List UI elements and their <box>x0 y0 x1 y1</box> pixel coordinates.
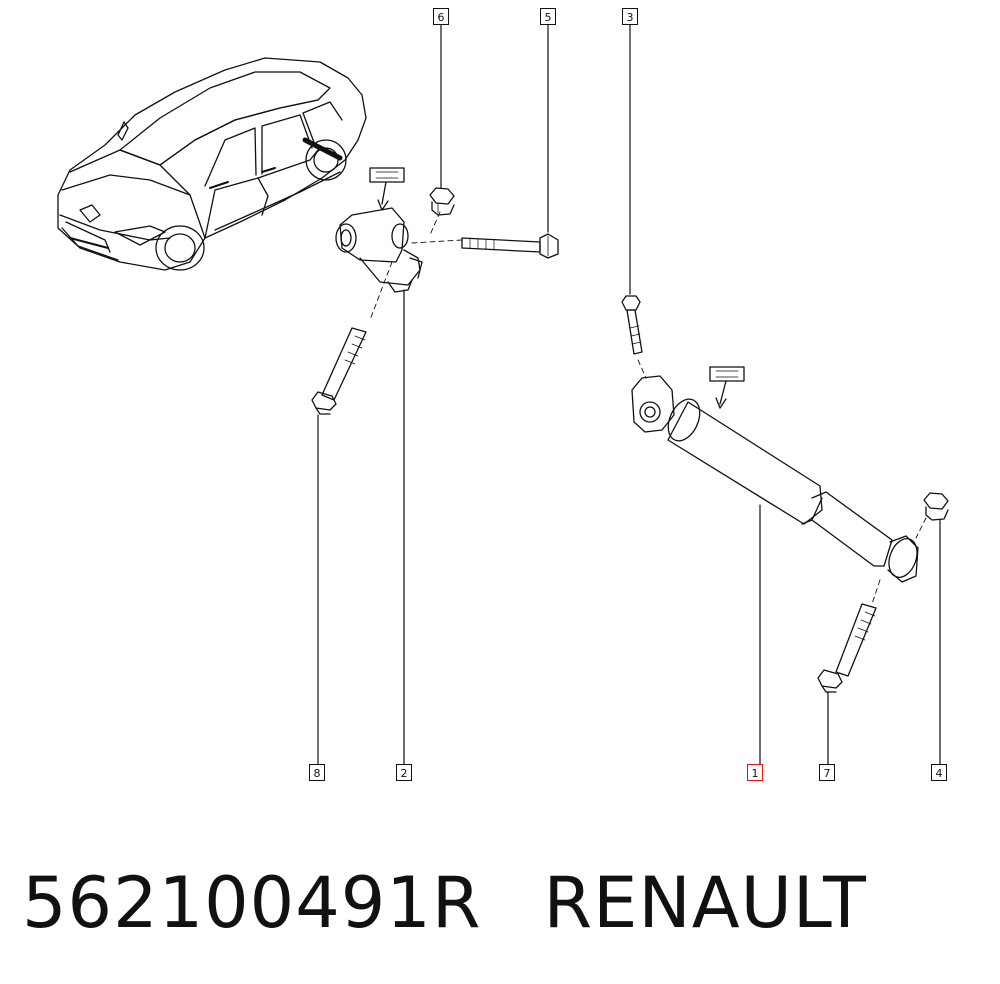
part-caption: 562100491R RENAULT <box>22 858 867 948</box>
shock-absorber-part-1 <box>631 359 927 605</box>
callout-8: 8 <box>309 764 325 781</box>
upper-mount-assembly <box>335 167 463 321</box>
brand-name: RENAULT <box>543 862 867 944</box>
callout-7: 7 <box>819 764 835 781</box>
callout-5: 5 <box>540 8 556 25</box>
leader-lines <box>317 24 941 765</box>
bolt-part-3 <box>621 295 643 355</box>
bolt-part-5 <box>461 233 559 259</box>
callout-6: 6 <box>433 8 449 25</box>
nut-part-6 <box>429 187 455 216</box>
bolt-part-8 <box>311 327 367 415</box>
nut-part-4 <box>923 492 949 521</box>
callout-3: 3 <box>622 8 638 25</box>
car-illustration <box>57 57 367 271</box>
bolt-part-7 <box>817 603 877 693</box>
callout-4: 4 <box>931 764 947 781</box>
callout-2: 2 <box>396 764 412 781</box>
callout-1: 1 <box>747 764 763 781</box>
part-number: 562100491R <box>22 862 482 944</box>
